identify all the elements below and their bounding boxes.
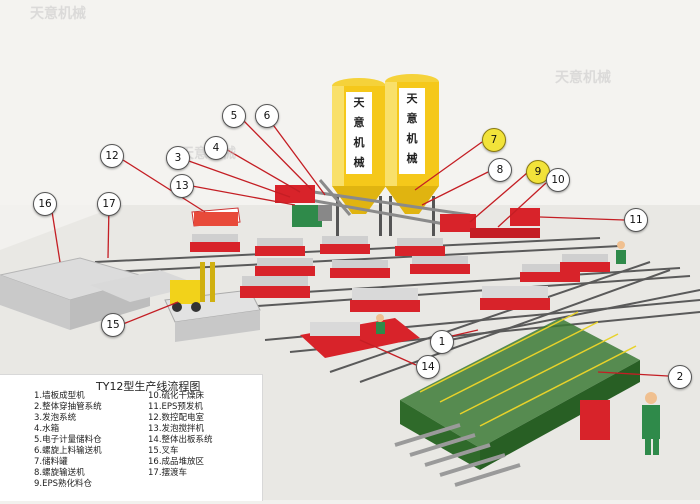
- finished-panel-stack: [0, 257, 200, 330]
- callout-4: 4: [204, 136, 228, 160]
- callout-15: 15: [101, 313, 125, 337]
- legend-item: 9.EPS熟化料仓: [34, 479, 93, 489]
- legend-item: 11.EPS预发机: [148, 402, 203, 412]
- callout-5: 5: [222, 104, 246, 128]
- callout-2: 2: [668, 365, 692, 389]
- screw-conveyors: [299, 179, 471, 227]
- legend-item: 15.叉车: [148, 446, 179, 456]
- callout-13: 13: [170, 174, 194, 198]
- storage-silo-right: [385, 74, 439, 236]
- legend-item: 17.摆渡车: [148, 468, 188, 478]
- legend-item: 3.发泡系统: [34, 413, 77, 423]
- callout-8: 8: [488, 158, 512, 182]
- legend-item: 4.水箱: [34, 424, 60, 434]
- panel-output-cart: [300, 314, 420, 358]
- callout-1: 1: [430, 330, 454, 354]
- legend-item: 6.螺旋上料输送机: [34, 446, 102, 456]
- eps-machines: [440, 208, 540, 238]
- callout-16: 16: [33, 192, 57, 216]
- panel-forming-machine: [394, 311, 640, 487]
- curing-carts: [190, 234, 610, 312]
- legend-item: 2.整体穿抽管系统: [34, 402, 102, 412]
- legend-item: 8.螺旋输送机: [34, 468, 85, 478]
- callout-10: 10: [546, 168, 570, 192]
- silo-label-char: 械: [354, 155, 365, 169]
- legend-item: 1.墙板成型机: [34, 391, 85, 401]
- callout-17: 17: [97, 192, 121, 216]
- silo-label-char: 机: [407, 131, 418, 145]
- worker: [616, 241, 626, 264]
- callout-11: 11: [624, 208, 648, 232]
- silo-label-char: 天: [354, 96, 366, 109]
- leader-lines: [50, 117, 669, 377]
- callout-14: 14: [416, 355, 440, 379]
- legend-item: 5.电子计量储料仓: [34, 435, 102, 445]
- legend-title: TY12型生产线流程图: [96, 380, 201, 393]
- legend-item: 10.硫化干燥床: [148, 391, 205, 401]
- legend-item: 13.发泡搅拌机: [148, 424, 205, 434]
- watermark-text: 天意机械: [30, 5, 86, 22]
- silo-label-char: 意: [354, 115, 365, 129]
- foaming-system: [275, 185, 332, 227]
- legend-item: 7.储料罐: [34, 457, 68, 467]
- worker: [642, 392, 660, 455]
- callout-7: 7: [482, 128, 506, 152]
- forklift: [170, 262, 215, 312]
- silo-label-char: 机: [354, 135, 365, 149]
- legend-item: 12.数控配电室: [148, 413, 205, 423]
- control-room: [191, 207, 241, 227]
- silo-label-char: 械: [407, 151, 418, 165]
- legend-panel: [0, 374, 263, 501]
- watermark-text: 天意机械: [555, 69, 611, 86]
- legend-item: 14.整体出板系统: [148, 435, 213, 445]
- silo-label-char: 天: [407, 92, 419, 105]
- legend-item: 16.成品堆放区: [148, 457, 205, 467]
- callout-3: 3: [166, 146, 190, 170]
- callout-12: 12: [100, 144, 124, 168]
- callout-6: 6: [255, 104, 279, 128]
- silo-label-char: 意: [407, 111, 418, 125]
